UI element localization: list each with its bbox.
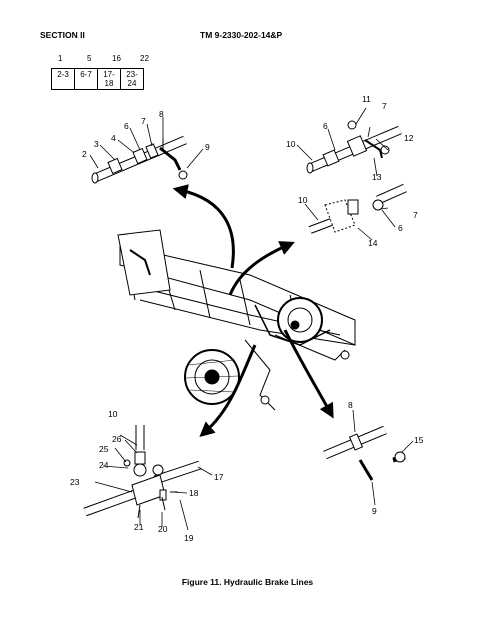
vehicle-chassis xyxy=(117,229,356,411)
callout-23: 23 xyxy=(70,477,80,487)
callout-9b: 9 xyxy=(372,506,377,516)
pointer-arrow-bottom-right xyxy=(283,329,334,419)
callout-17: 17 xyxy=(214,472,224,482)
ref-top-1: 1 xyxy=(58,54,63,63)
ref-top-22: 22 xyxy=(140,54,149,63)
reference-top-numbers: 1 5 16 22 xyxy=(40,54,160,64)
callout-6: 6 xyxy=(124,121,129,131)
callout-24: 24 xyxy=(99,460,109,470)
callout-10: 10 xyxy=(286,139,296,149)
callout-2: 2 xyxy=(82,149,87,159)
callout-14: 14 xyxy=(368,238,378,248)
callout-labels: 2 3 4 6 7 8 9 10 6 11 7 12 13 10 7 6 14 … xyxy=(70,94,424,543)
callout-15: 15 xyxy=(414,435,424,445)
callout-7c: 7 xyxy=(413,210,418,220)
callout-25: 25 xyxy=(99,444,109,454)
detail-bracket xyxy=(308,183,407,234)
callout-4: 4 xyxy=(111,133,116,143)
detail-front-left-line xyxy=(91,135,188,184)
section-header: SECTION II xyxy=(40,30,85,40)
reference-boxes: 2-3 6-7 17-18 23-24 xyxy=(51,68,144,90)
detail-rear-hose xyxy=(323,425,406,481)
callout-20: 20 xyxy=(158,524,168,534)
ref-top-16: 16 xyxy=(112,54,121,63)
pointer-arrow-top-left xyxy=(172,184,235,269)
manual-number: TM 9-2330-202-14&P xyxy=(200,30,283,40)
callout-21: 21 xyxy=(134,522,144,532)
pointer-arrow-top-right xyxy=(228,241,295,296)
callout-10c: 10 xyxy=(108,409,118,419)
callout-6b: 6 xyxy=(323,121,328,131)
callout-9: 9 xyxy=(205,142,210,152)
ref-box-23-24: 23-24 xyxy=(120,68,144,90)
callout-3: 3 xyxy=(94,139,99,149)
callout-8b: 8 xyxy=(348,400,353,410)
callout-18: 18 xyxy=(189,488,199,498)
callout-8: 8 xyxy=(159,109,164,119)
callout-19: 19 xyxy=(184,533,194,543)
detail-front-tee xyxy=(83,425,202,519)
callout-7: 7 xyxy=(141,116,146,126)
figure-caption: Figure 11. Hydraulic Brake Lines xyxy=(181,577,314,587)
callout-26: 26 xyxy=(112,434,122,444)
leader-lines xyxy=(89,107,414,531)
ref-top-5: 5 xyxy=(87,54,92,63)
callout-11: 11 xyxy=(362,94,371,104)
detail-rear-tee xyxy=(306,120,402,174)
callout-6c: 6 xyxy=(398,223,403,233)
callout-10b: 10 xyxy=(298,195,308,205)
callout-13: 13 xyxy=(372,172,382,182)
pointer-arrow-bottom-left xyxy=(199,344,257,437)
callout-7b: 7 xyxy=(382,101,387,111)
callout-12: 12 xyxy=(404,133,414,143)
